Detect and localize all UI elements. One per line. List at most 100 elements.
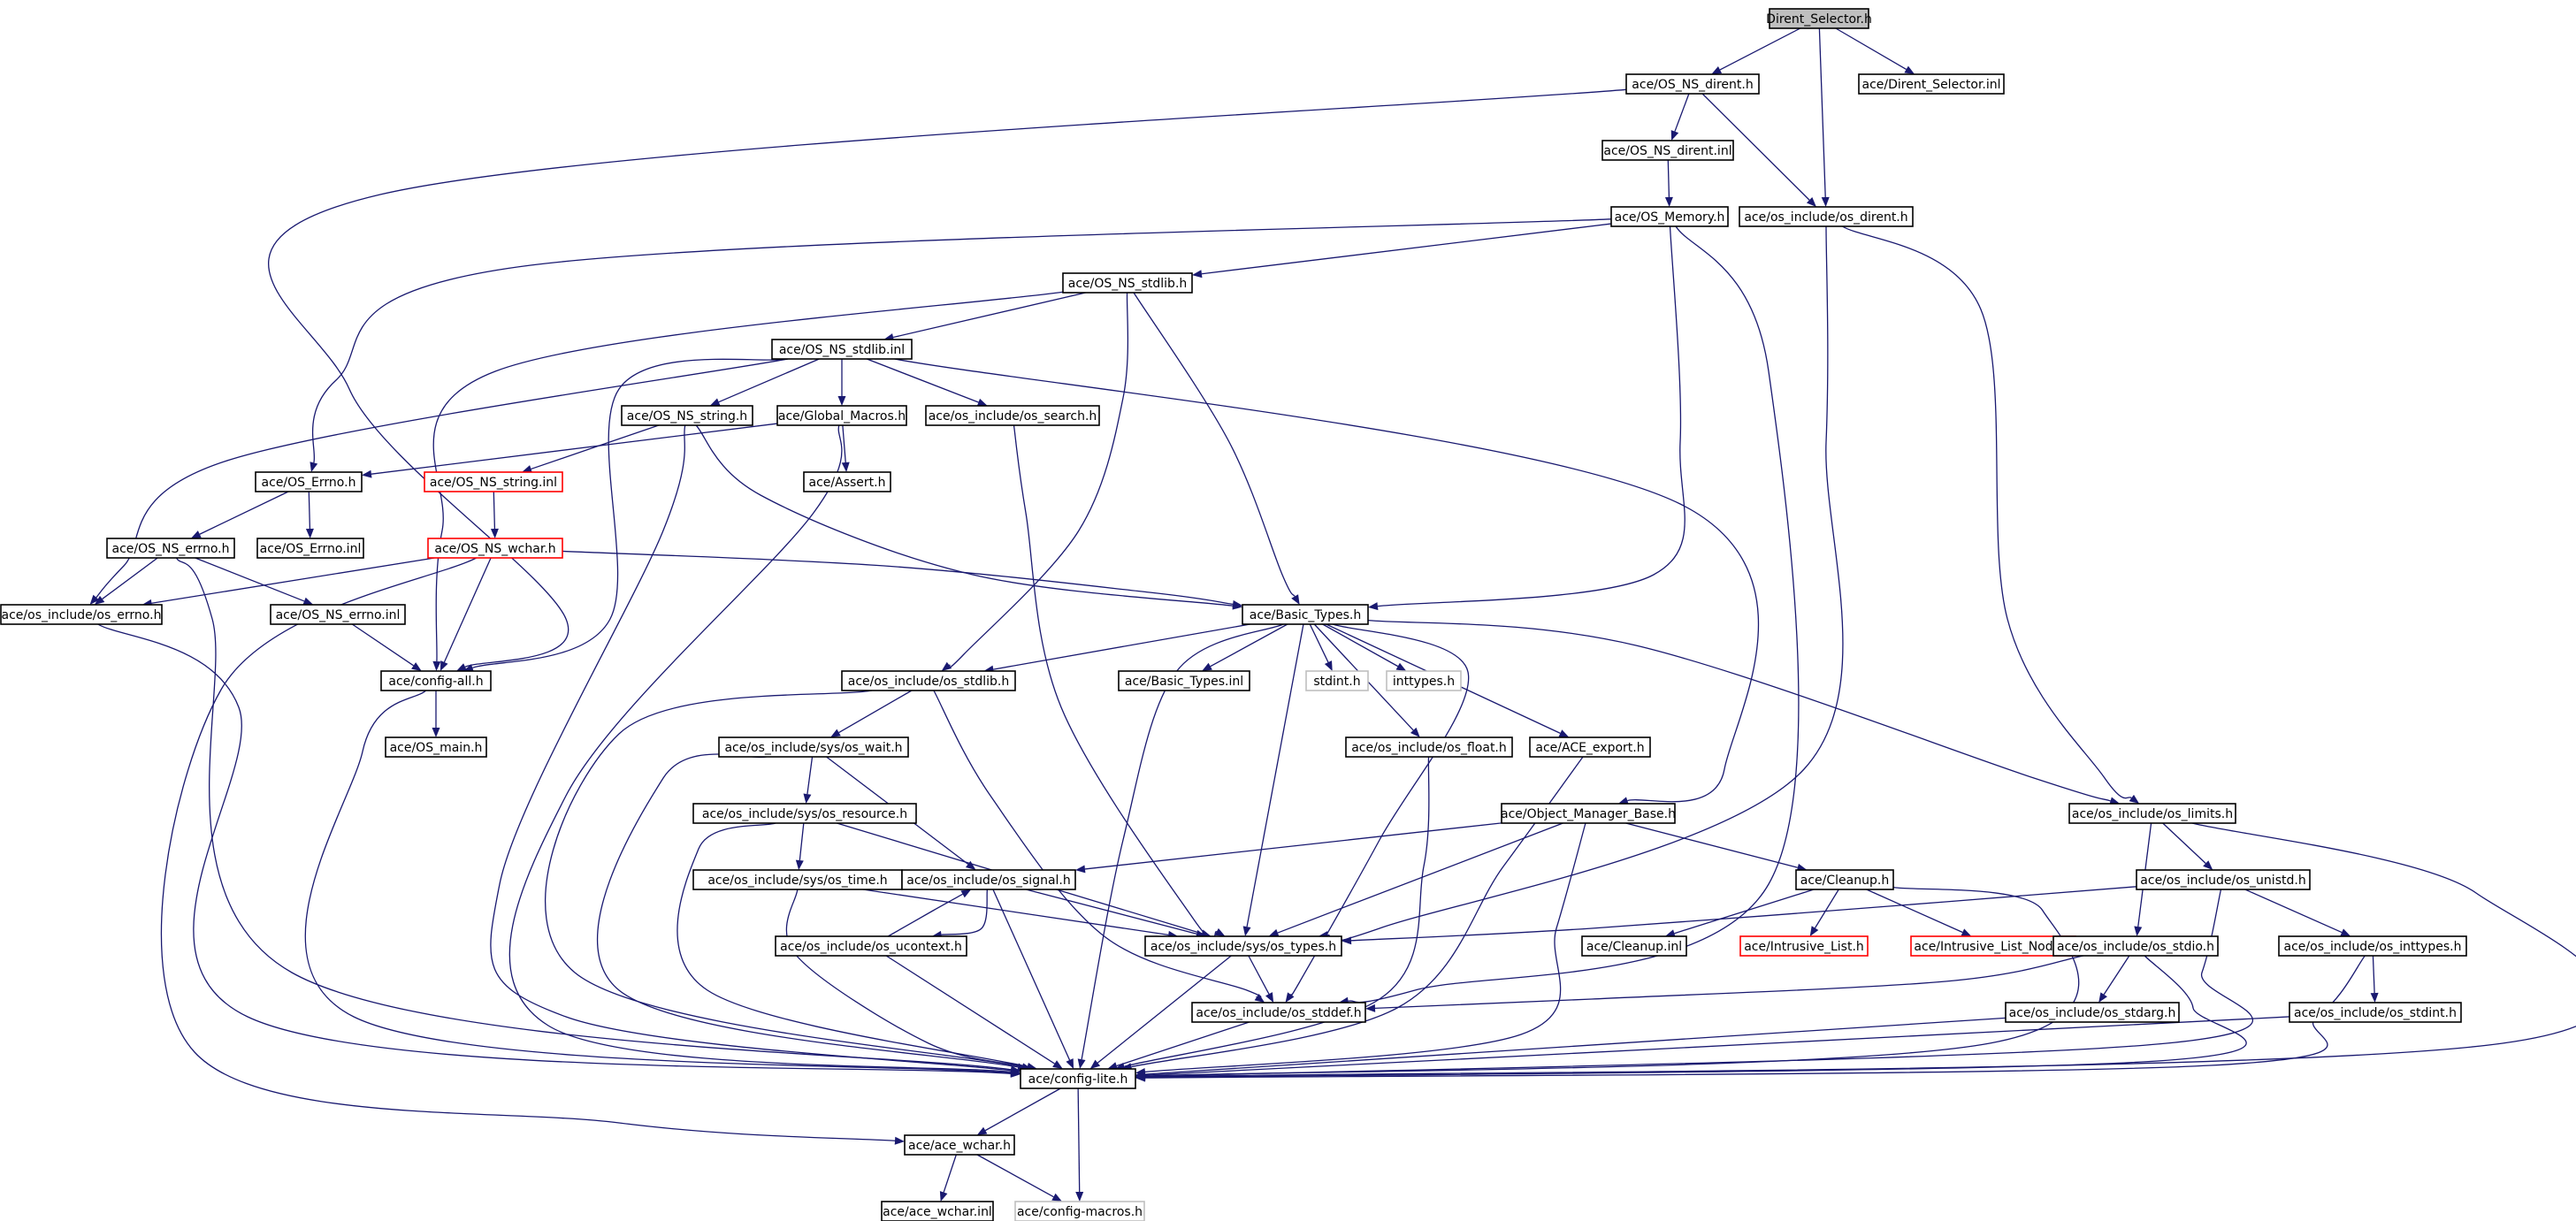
edge-os_ns_dirent_h-to-os_dirent_h: [1701, 93, 1816, 207]
node-box: [881, 1201, 994, 1221]
node-os-ns-stdlib-inl[interactable]: ace/OS_NS_stdlib.inl: [771, 339, 913, 360]
node-os-float-h[interactable]: ace/os_include/os_float.h: [1345, 736, 1513, 758]
edge-line: [867, 358, 979, 403]
edge-arrowhead: [837, 396, 846, 406]
node-config-all-h[interactable]: ace/config-all.h: [380, 670, 492, 691]
edge-arrowhead: [1232, 599, 1242, 608]
edge-line: [1667, 159, 1670, 198]
node-os-wait-h[interactable]: ace/os_include/sys/os_wait.h: [718, 736, 909, 758]
edge-arrowhead: [1711, 65, 1723, 74]
node-os-ns-stdlib-h[interactable]: ace/OS_NS_stdlib.h: [1062, 272, 1193, 294]
node-intrusive-list-node-h[interactable]: ace/Intrusive_List_Node.h: [1910, 935, 2076, 957]
node-label: ace/Global_Macros.h: [778, 409, 906, 424]
node-dirent-selector-inl[interactable]: ace/Dirent_Selector.inl: [1858, 73, 2005, 95]
edge-line: [308, 491, 311, 530]
node-os-memory-h[interactable]: ace/OS_Memory.h: [1610, 206, 1729, 227]
node-os-errno-h[interactable]: ace/os_include/os_errno.h: [0, 604, 163, 625]
node-config-lite-h[interactable]: ace/config-lite.h: [1020, 1068, 1136, 1089]
edge-line: [371, 423, 778, 475]
edge-os_memory_h-to-basic_types_h: [1368, 225, 1685, 611]
node-cleanup-inl[interactable]: ace/Cleanup.inl: [1581, 935, 1687, 957]
node-assert-h[interactable]: ace/Assert.h: [803, 471, 891, 492]
node-os-main-h[interactable]: ace/OS_main.h: [385, 736, 487, 758]
edge-basic_types_h-to-inttypes_h: [1322, 623, 1407, 671]
node-os-ns-dirent-inl[interactable]: ace/OS_NS_dirent.inl: [1601, 140, 1734, 161]
node-os-limits-h[interactable]: ace/os_include/os_limits.h: [2068, 803, 2236, 824]
node-os-ns-errno-h[interactable]: ace/OS_NS_errno.h: [106, 538, 235, 559]
node-os-dirent-h[interactable]: ace/os_include/os_dirent.h: [1739, 206, 1914, 227]
edge-global_macros_h-to-os_errno_cap_h: [362, 423, 778, 478]
edge-arrowhead: [1089, 1059, 1101, 1069]
node-object-manager-base-h[interactable]: ace/Object_Manager_Base.h: [1501, 803, 1676, 824]
node-box: [106, 538, 235, 559]
node-label: ace/OS_NS_dirent.inl: [1603, 144, 1731, 158]
node-label: ace/Dirent_Selector.inl: [1861, 78, 2000, 92]
edge-arrowhead: [1558, 729, 1570, 737]
edge-os_ns_stdlib_h-to-basic_types_h: [1133, 292, 1300, 605]
edge-arrowhead: [490, 528, 499, 538]
edge-os_resource_h-to-os_time_h: [795, 822, 805, 870]
edge-line: [1144, 822, 2576, 1078]
edge-os_memory_h-to-os_errno_cap_h: [310, 218, 1612, 472]
node-label: ace/OS_NS_string.h: [627, 409, 747, 424]
node-label: ace/config-all.h: [388, 675, 483, 689]
node-os-errno-cap-h[interactable]: ace/OS_Errno.h: [255, 471, 363, 492]
edge-arrowhead: [960, 889, 972, 898]
edge-arrowhead: [1214, 927, 1226, 936]
edge-os_stdio_h-to-os_stddef_h: [1365, 955, 2083, 1012]
node-label: inttypes.h: [1393, 675, 1455, 689]
node-cleanup-h[interactable]: ace/Cleanup.h: [1795, 869, 1894, 890]
node-box: [256, 538, 364, 559]
edge-line: [562, 550, 1234, 606]
node-box: [2278, 935, 2467, 957]
node-os-ns-string-inl[interactable]: ace/OS_NS_string.inl: [424, 471, 563, 492]
node-os-types-h[interactable]: ace/os_include/sys/os_types.h: [1144, 935, 1342, 957]
node-ace-export-h[interactable]: ace/ACE_export.h: [1529, 736, 1651, 758]
edge-line: [1289, 623, 1470, 998]
edge-arrowhead: [94, 595, 105, 605]
node-box: [1014, 1201, 1145, 1221]
node-os-stdlib-h[interactable]: ace/os_include/os_stdlib.h: [841, 670, 1016, 691]
edge-arrowhead: [795, 859, 804, 870]
node-global-macros-h[interactable]: ace/Global_Macros.h: [776, 405, 907, 426]
node-ace-wchar-h[interactable]: ace/ace_wchar.h: [904, 1134, 1015, 1156]
node-box: [1345, 736, 1513, 758]
node-os-ns-dirent-h[interactable]: ace/OS_NS_dirent.h: [1625, 73, 1760, 95]
edge-line: [493, 491, 496, 530]
edge-os_errno_cap_h-to-os_ns_errno_h: [190, 491, 289, 538]
node-ace-wchar-inl[interactable]: ace/ace_wchar.inl: [881, 1201, 994, 1221]
node-os-ns-wchar-h[interactable]: ace/OS_NS_wchar.h: [427, 538, 563, 559]
node-os-ucontext-h[interactable]: ace/os_include/os_ucontext.h: [775, 935, 967, 957]
edge-os_ns_stdlib_h-to-os_ns_stdlib_inl: [883, 292, 1086, 341]
node-os-stdint-h[interactable]: ace/os_include/os_stdint.h: [2289, 1002, 2462, 1023]
edge-os_unistd_h-to-os_types_h: [1342, 886, 2137, 945]
node-basic-types-inl[interactable]: ace/Basic_Types.inl: [1118, 670, 1250, 691]
node-os-inttypes-h[interactable]: ace/os_include/os_inttypes.h: [2278, 935, 2467, 957]
node-stdint-h: stdint.h: [1305, 670, 1369, 691]
node-os-errno-cap-inl[interactable]: ace/OS_Errno.inl: [256, 538, 364, 559]
node-basic-types-h[interactable]: ace/Basic_Types.h: [1242, 604, 1369, 625]
node-label: ace/os_include/os_stdlib.h: [848, 675, 1009, 689]
edge-line: [1818, 27, 1826, 198]
node-os-stdarg-h[interactable]: ace/os_include/os_stdarg.h: [2005, 1002, 2180, 1023]
node-os-stddef-h[interactable]: ace/os_include/os_stddef.h: [1191, 1002, 1366, 1023]
edge-arrowhead: [1075, 1191, 1084, 1202]
edge-line: [544, 690, 1023, 1068]
edge-os_wait_h-to-config_lite_h: [597, 753, 1028, 1072]
edge-basic_types_h-to-config_lite_h: [1077, 623, 1284, 1069]
node-os-ns-errno-inl[interactable]: ace/OS_NS_errno.inl: [270, 604, 406, 625]
edge-line: [1144, 1017, 2007, 1075]
edge-object_manager_base_h-to-cleanup_h: [1625, 822, 1808, 872]
node-os-resource-h[interactable]: ace/os_include/sys/os_resource.h: [692, 803, 917, 824]
node-box: [1305, 670, 1369, 691]
node-intrusive-list-h[interactable]: ace/Intrusive_List.h: [1739, 935, 1869, 957]
node-os-stdio-h[interactable]: ace/os_include/os_stdio.h: [2052, 935, 2219, 957]
edge-os_ns_errno_h-to-os_ns_errno_inl: [195, 557, 314, 606]
node-os-signal-h[interactable]: ace/os_include/os_signal.h: [901, 869, 1076, 890]
edge-os_ns_stdlib_h-to-config_all_h: [432, 291, 1064, 671]
node-os-unistd-h[interactable]: ace/os_include/os_unistd.h: [2136, 869, 2311, 890]
node-os-search-h[interactable]: ace/os_include/os_search.h: [925, 405, 1100, 426]
node-os-time-h[interactable]: ace/os_include/sys/os_time.h: [692, 869, 903, 890]
node-os-ns-string-h[interactable]: ace/OS_NS_string.h: [621, 405, 753, 426]
edge-line: [862, 889, 1169, 936]
